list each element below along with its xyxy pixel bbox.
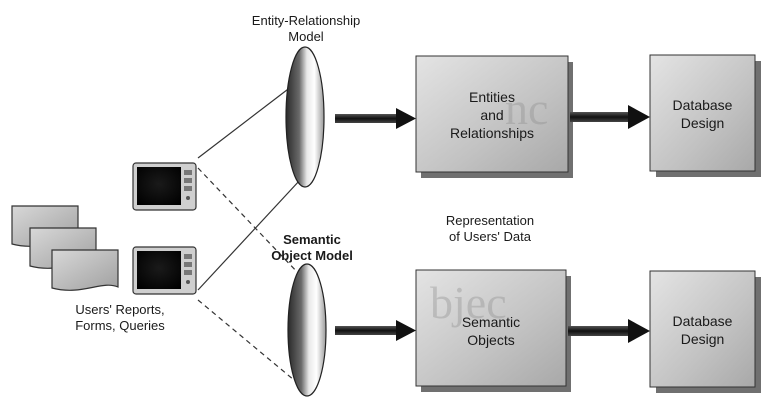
monitor-icon — [132, 246, 197, 295]
projection-lines-top — [197, 79, 301, 291]
db-design-bottom-text: Database Design — [672, 313, 733, 347]
db-design-top-text: Database Design — [672, 97, 733, 131]
arrow-icon — [335, 108, 416, 129]
semantic-objects-watermark: bjec — [430, 277, 507, 328]
entities-watermark: nc — [505, 83, 548, 134]
arrow-icon — [335, 320, 416, 341]
database-design-box-top — [649, 54, 761, 177]
semantic-objects-box: bjec — [415, 269, 571, 392]
users-inputs-label: Users' Reports, Forms, Queries — [75, 302, 165, 333]
semantic-object-model-label: Semantic Object Model — [271, 232, 353, 263]
er-lens-icon — [285, 46, 325, 188]
projection-lines-bottom — [197, 167, 301, 386]
document-stack-icon — [11, 205, 119, 291]
entities-relationships-box: nc — [415, 55, 573, 178]
semantic-lens-icon — [287, 263, 327, 397]
semantic-objects-box-text: Semantic Objects — [461, 314, 521, 348]
arrow-icon — [568, 319, 650, 343]
arrow-icon — [570, 105, 650, 129]
entities-box-text: Entities and Relationships — [449, 89, 535, 141]
monitor-icon — [132, 162, 197, 211]
representation-label: Representation of Users' Data — [445, 213, 535, 244]
er-model-label: Entity-Relationship Model — [251, 13, 361, 44]
database-design-box-bottom — [649, 270, 761, 393]
